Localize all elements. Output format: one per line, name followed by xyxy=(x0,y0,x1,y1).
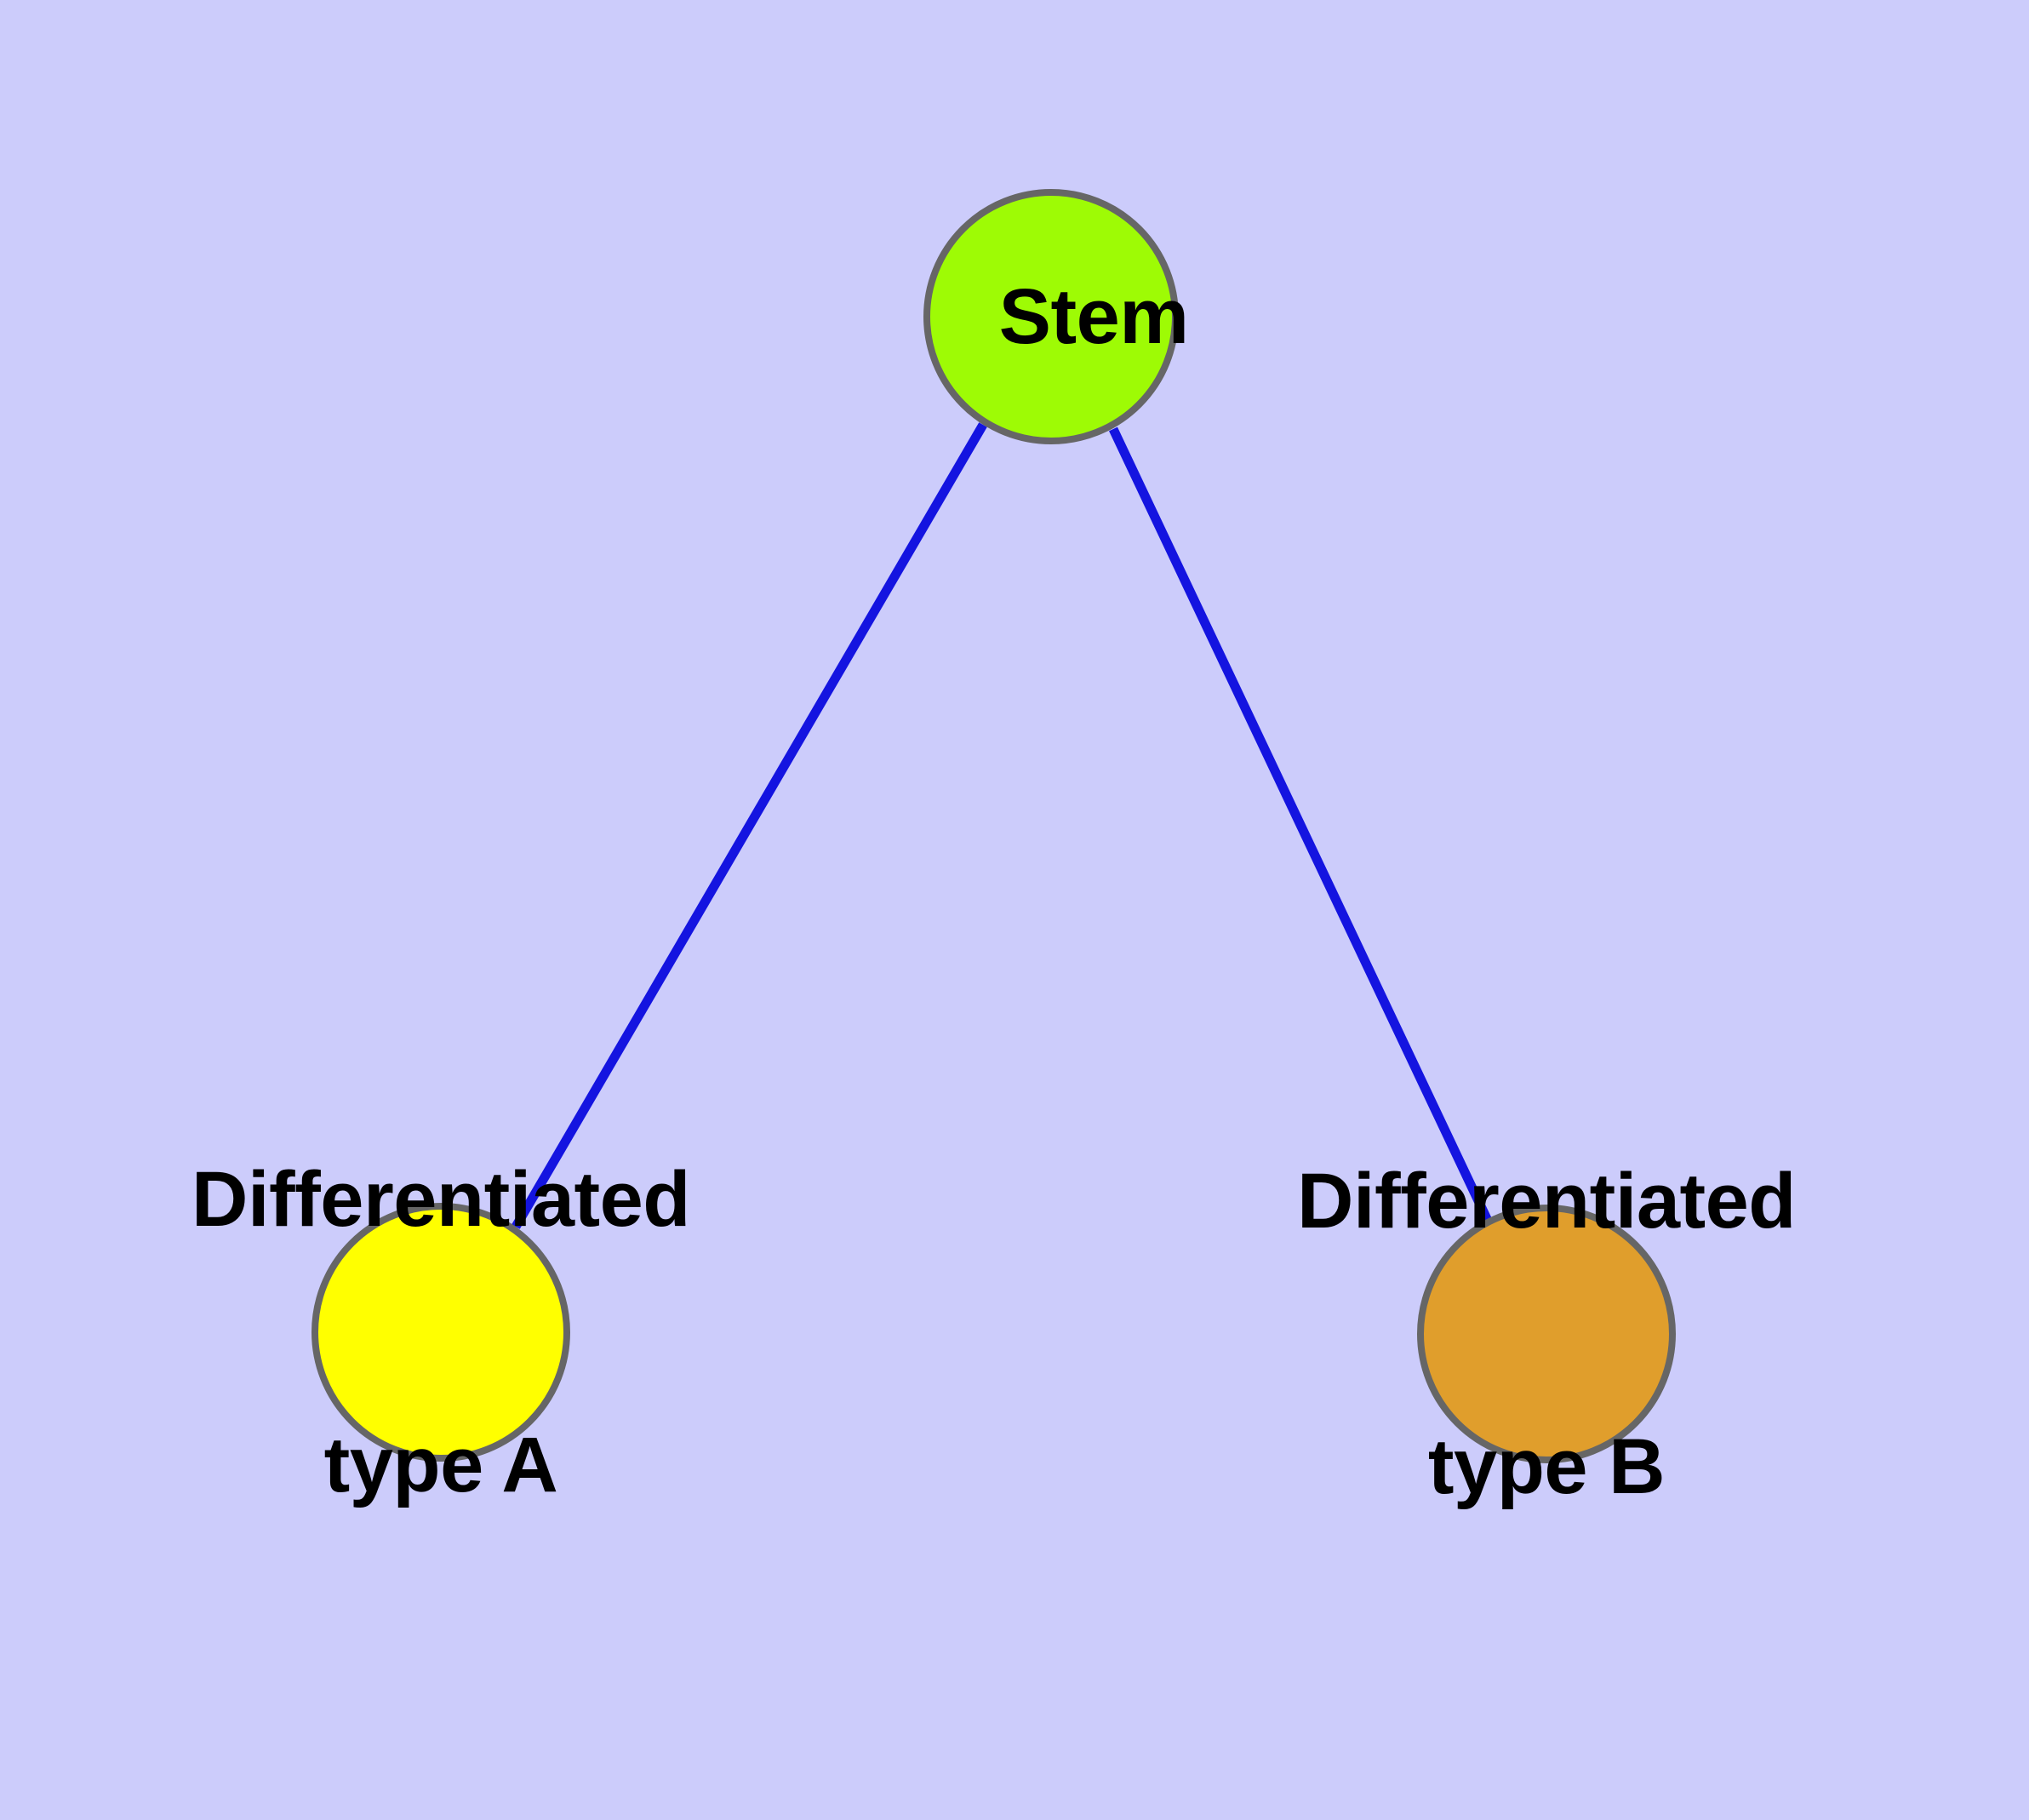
edge-stem-to-type-b[interactable] xyxy=(1109,426,1493,1225)
node-circle-stem[interactable] xyxy=(923,189,1179,444)
node-circle-diff-type-b[interactable] xyxy=(1417,1205,1676,1463)
edge-stem-to-type-a[interactable] xyxy=(512,422,987,1229)
node-circle-diff-type-a[interactable] xyxy=(311,1203,570,1462)
